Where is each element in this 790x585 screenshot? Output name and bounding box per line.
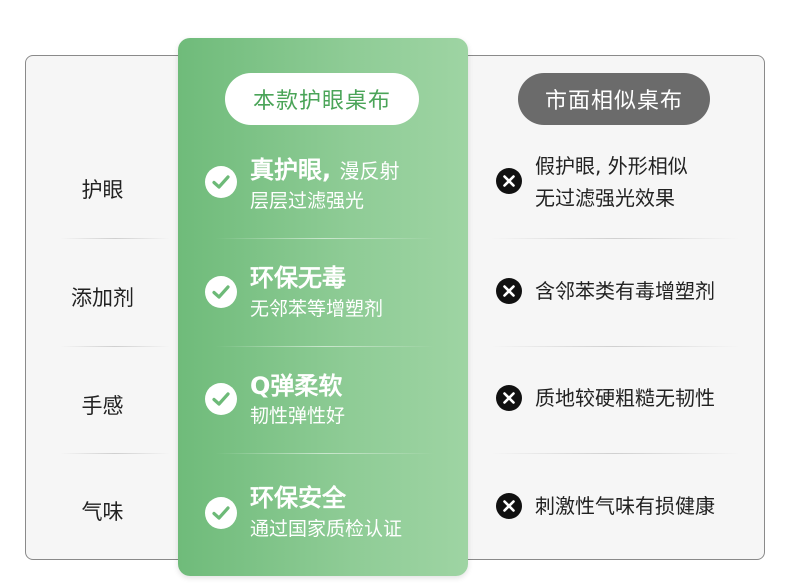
row-divider — [60, 453, 170, 454]
x-circle-icon — [496, 385, 522, 411]
others-text: 刺激性气味有损健康 — [535, 494, 715, 518]
ours-title: 真护眼, 漫反射 — [250, 150, 399, 185]
row-divider — [60, 346, 170, 347]
others-text-line2: 无过滤强光效果 — [535, 186, 675, 210]
ours-title: Q弹柔软 — [250, 372, 343, 400]
ours-desc: 通过国家质检认证 — [250, 518, 403, 540]
ours-title-extra: 漫反射 — [339, 159, 400, 183]
x-circle-icon — [496, 278, 522, 304]
ours-title-main: 真护眼, — [250, 156, 332, 184]
x-circle-icon — [496, 168, 522, 194]
ours-header-pill: 本款护眼桌布 — [225, 73, 419, 125]
x-circle-icon — [496, 493, 522, 519]
ours-title: 环保安全 — [250, 484, 346, 512]
others-header-pill: 市面相似桌布 — [518, 73, 710, 125]
ours-title: 环保无毒 — [250, 264, 346, 292]
row-label-eye-protection: 护眼 — [81, 178, 124, 202]
others-text: 含邻苯类有毒增塑剂 — [535, 279, 715, 303]
row-divider — [60, 238, 170, 239]
check-circle-icon — [205, 383, 237, 415]
row-divider — [215, 346, 435, 347]
row-label-additive: 添加剂 — [71, 286, 134, 310]
row-divider — [490, 346, 740, 347]
row-label-odor: 气味 — [81, 500, 124, 524]
ours-desc: 韧性弹性好 — [250, 405, 346, 427]
check-circle-icon — [205, 166, 237, 198]
row-divider — [215, 238, 435, 239]
row-divider — [490, 238, 740, 239]
row-label-texture: 手感 — [81, 394, 124, 418]
ours-desc: 层层过滤强光 — [250, 190, 365, 212]
others-text-line1: 假护眼, 外形相似 — [535, 154, 688, 178]
row-divider — [490, 453, 740, 454]
row-divider — [215, 453, 435, 454]
check-circle-icon — [205, 497, 237, 529]
ours-desc: 无邻苯等增塑剂 — [250, 298, 384, 320]
others-text: 质地较硬粗糙无韧性 — [535, 386, 715, 410]
check-circle-icon — [205, 276, 237, 308]
